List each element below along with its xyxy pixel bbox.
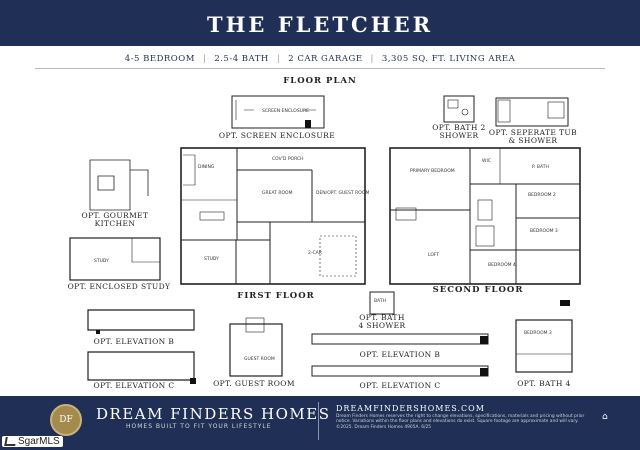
label-first-floor: FIRST FLOOR <box>237 291 315 301</box>
second-floor-outline <box>389 147 581 285</box>
spec-bedrooms: 4-5 BEDROOM <box>124 54 195 64</box>
room-covd-porch: COV'D PORCH <box>272 156 304 162</box>
opt-guest-room-outline <box>229 323 283 377</box>
opt-bath2-outline <box>443 95 475 123</box>
room-wic: WIC <box>482 158 491 164</box>
footer-banner <box>0 396 640 450</box>
opt-bath4-shower-outline <box>369 291 395 315</box>
brand-name: DREAM FINDERS HOMES <box>96 405 331 423</box>
opt-gourmet-kitchen-outline <box>89 159 131 211</box>
label-opt-elevation-c-right: OPT. ELEVATION C <box>359 381 441 390</box>
opt-elevation-b-left-outline <box>87 309 195 331</box>
divider-line <box>35 68 605 69</box>
room-dining: DINING <box>198 164 215 170</box>
room-guest-room: GUEST ROOM <box>244 356 275 362</box>
title-banner: THE FLETCHER <box>0 0 640 46</box>
room-study-enclosed: STUDY <box>94 258 109 264</box>
room-study: STUDY <box>204 256 219 262</box>
floor-plan-heading: FLOOR PLAN <box>283 76 357 86</box>
spec-bar: 4-5 BEDROOM | 2.5-4 BATH | 2 CAR GARAGE … <box>0 52 640 66</box>
label-opt-elevation-c-left: OPT. ELEVATION C <box>93 381 175 390</box>
room-primary-bedroom: PRIMARY BEDROOM <box>410 168 455 174</box>
room-bedroom-3-opt: BEDROOM 3 <box>524 330 552 336</box>
room-p-bath: P. BATH <box>532 164 549 170</box>
opt-enclosed-study-outline <box>69 237 161 281</box>
room-bedroom-2: BEDROOM 2 <box>528 192 556 198</box>
mls-watermark: SgarMLS <box>2 436 63 447</box>
first-floor-outline <box>180 147 366 285</box>
opt-elevation-b-right-outline <box>311 333 489 345</box>
opt-elevation-c-right-outline <box>311 365 489 377</box>
label-opt-elevation-b-left: OPT. ELEVATION B <box>93 337 175 346</box>
label-opt-guest-room: OPT. GUEST ROOM <box>213 379 295 388</box>
spec-divider: | <box>202 54 207 64</box>
room-loft: LOFT <box>428 252 439 258</box>
label-opt-separate-tub: OPT. SEPERATE TUB & SHOWER <box>488 128 578 145</box>
screen-enclosure-outline <box>231 95 325 129</box>
spec-divider: | <box>276 54 281 64</box>
spec-divider: | <box>370 54 374 64</box>
label-opt-bath4: OPT. BATH 4 <box>517 379 571 388</box>
room-bath: BATH <box>374 298 386 304</box>
opt-bath4-outline <box>515 319 573 373</box>
mls-watermark-text: SgarMLS <box>18 436 60 447</box>
label-opt-enclosed-study: OPT. ENCLOSED STUDY <box>67 282 171 291</box>
label-opt-gourmet-kitchen: OPT. GOURMET KITCHEN <box>81 211 149 228</box>
mls-logo-icon <box>4 437 17 446</box>
brand-logo: DF <box>50 404 82 436</box>
label-opt-screen-enclosure: OPT. SCREEN ENCLOSURE <box>218 131 336 140</box>
label-opt-elevation-b-right: OPT. ELEVATION B <box>359 350 441 359</box>
room-den-guest: DEN/OPT. GUEST ROOM <box>316 190 369 196</box>
opt-separate-tub-outline <box>495 97 569 127</box>
floor-plan-drawing: SCREEN ENCLOSURE DINING COV'D PORCH GREA… <box>69 95 581 384</box>
label-opt-bath4-shower: OPT. BATH 4 SHOWER <box>358 313 406 330</box>
room-screen-enclosure: SCREEN ENCLOSURE <box>262 108 309 114</box>
room-garage: 2-CAR <box>308 250 322 256</box>
website-link[interactable]: DREAMFINDERSHOMES.COM <box>336 404 485 413</box>
room-bedroom-3: BEDROOM 3 <box>530 228 558 234</box>
spec-garage: 2 CAR GARAGE <box>288 54 363 64</box>
room-bedroom-4: BEDROOM 4 <box>488 262 516 268</box>
room-great-room: GREAT ROOM <box>262 190 293 196</box>
brand-tagline: HOMES BUILT TO FIT YOUR LIFESTYLE <box>126 423 272 430</box>
label-second-floor: SECOND FLOOR <box>432 285 524 295</box>
opt-elevation-c-left-outline <box>87 351 195 381</box>
footer-divider <box>318 402 319 440</box>
equal-housing-icon: ⌂ <box>602 412 608 422</box>
label-opt-bath2-shower: OPT. BATH 2 SHOWER <box>432 123 486 140</box>
spec-baths: 2.5-4 BATH <box>214 54 269 64</box>
spec-area: 3,305 SQ. FT. LIVING AREA <box>381 54 516 64</box>
disclaimer-text: Dream Finders Homes reserves the right t… <box>336 414 585 430</box>
plan-title: THE FLETCHER <box>206 12 434 37</box>
